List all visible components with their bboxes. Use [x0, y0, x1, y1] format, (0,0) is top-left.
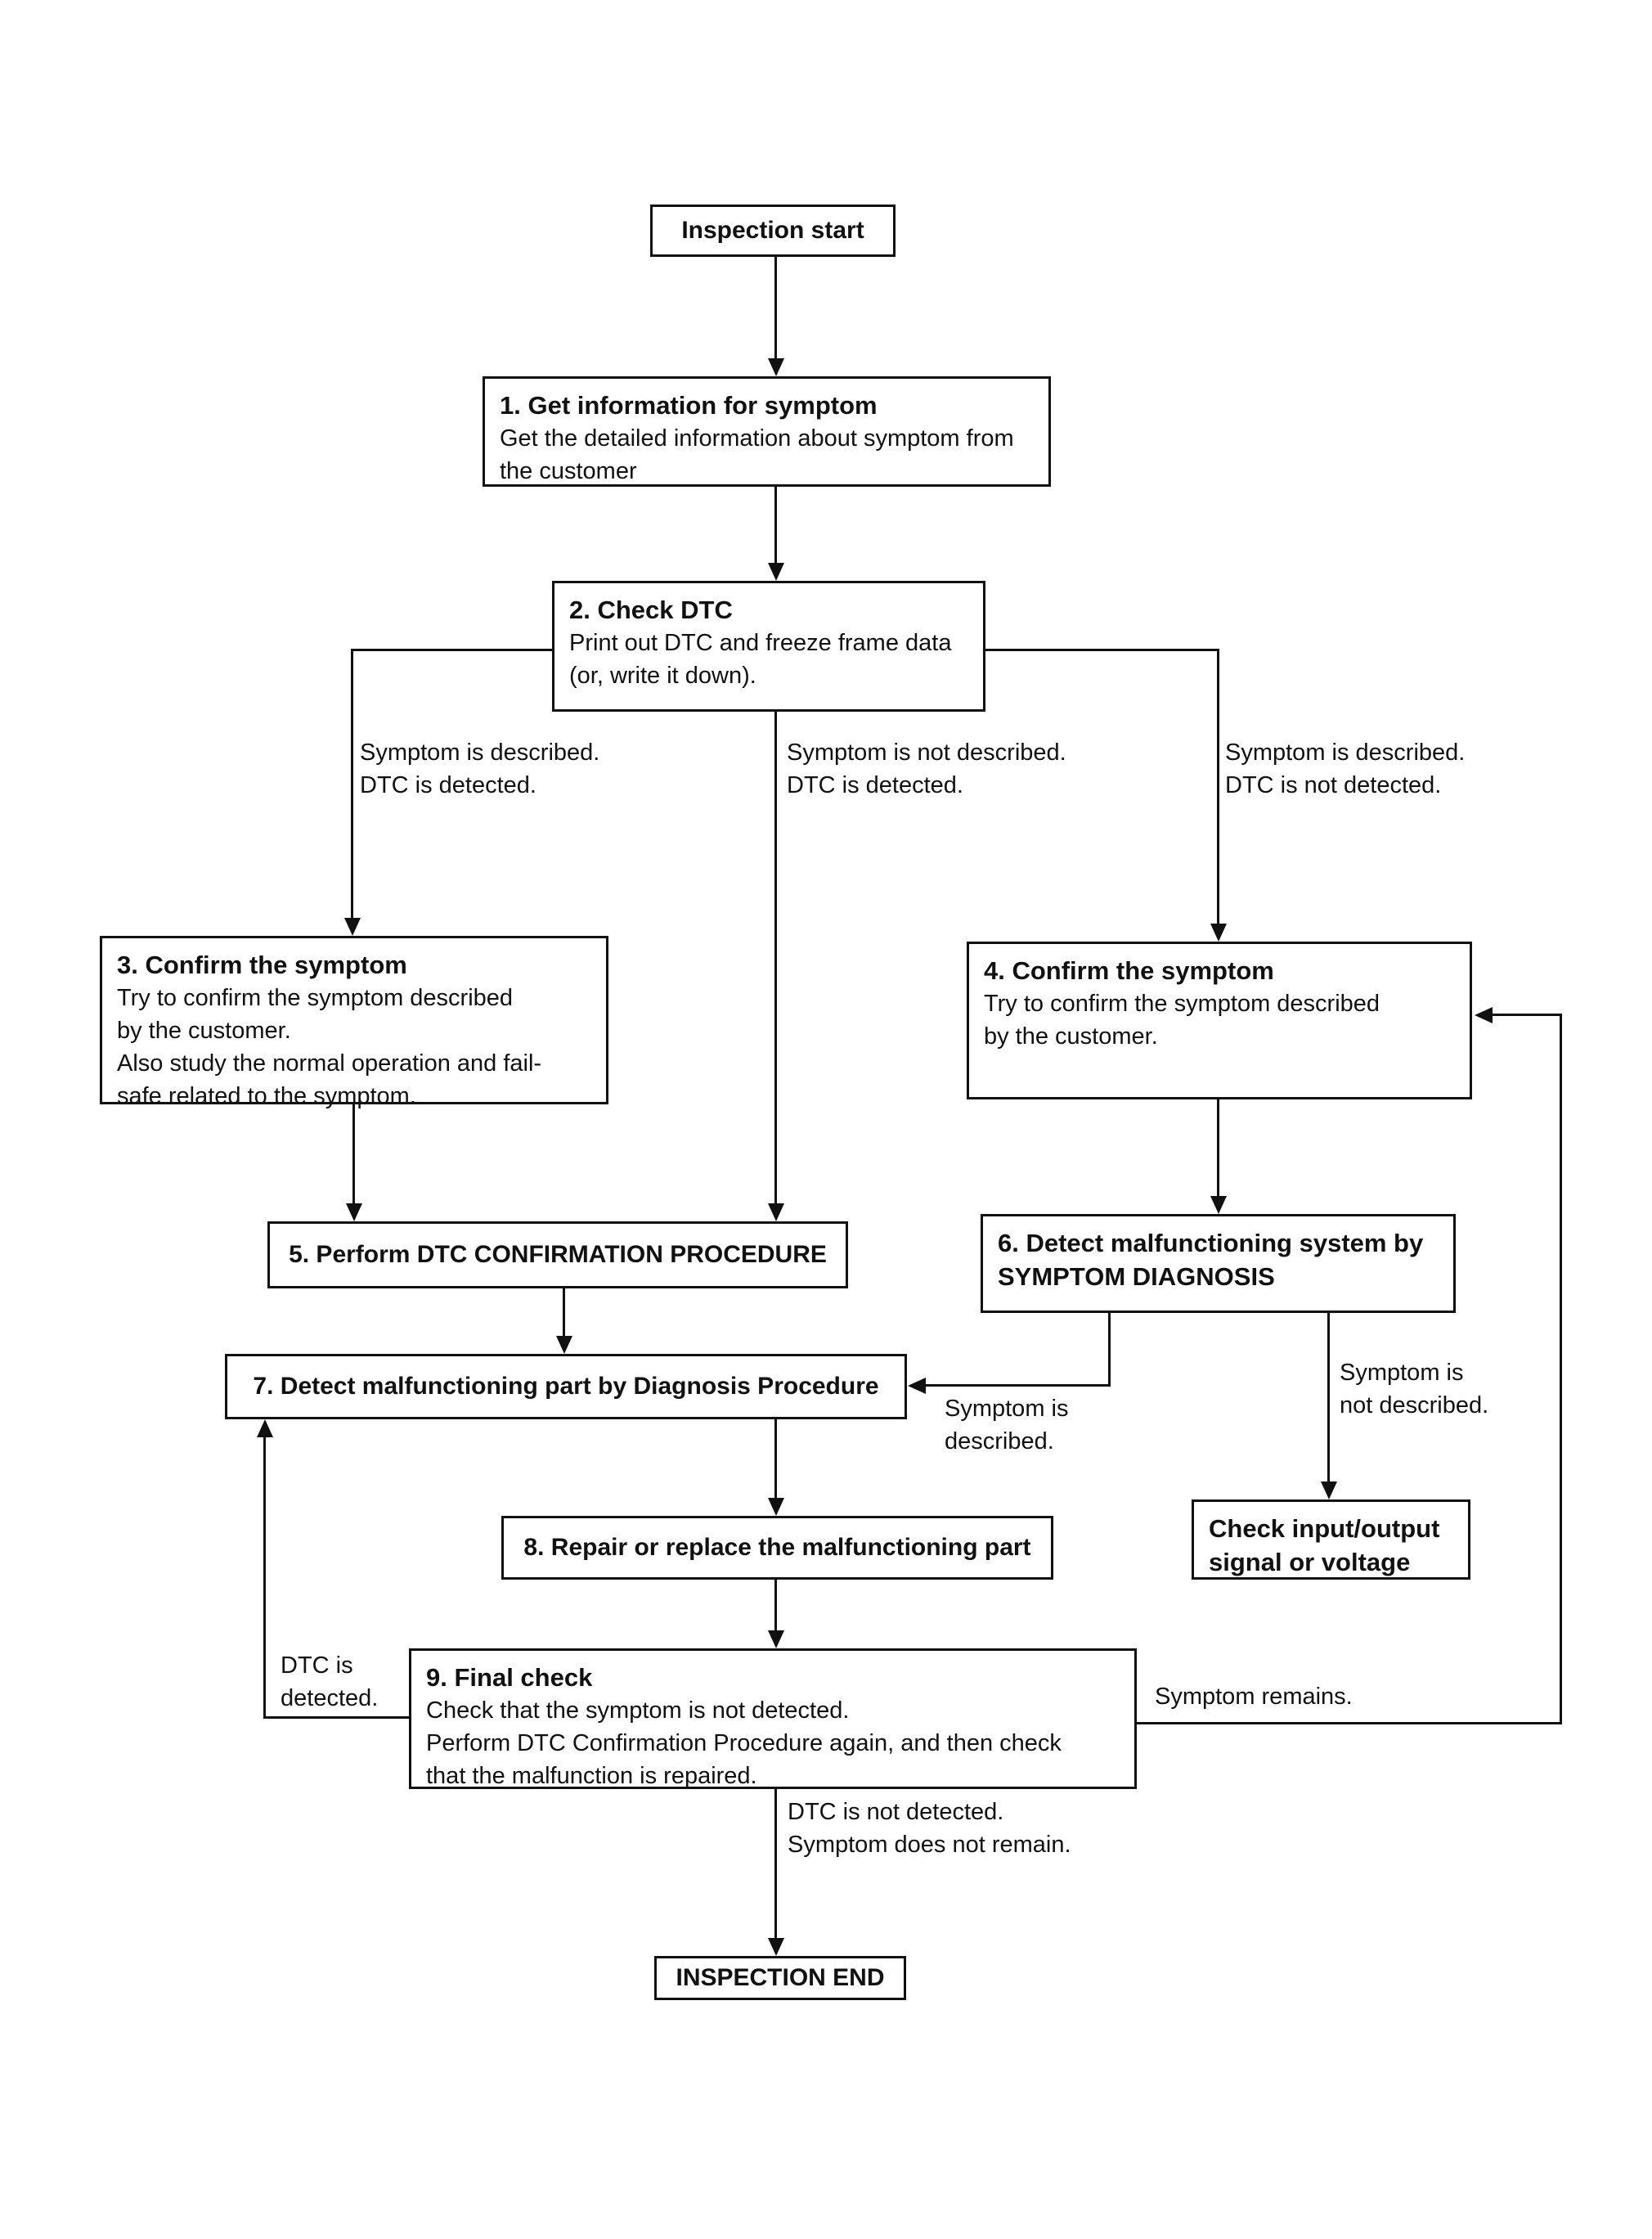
node-step5-dtc-confirmation: 5. Perform DTC CONFIRMATION PROCEDURE — [267, 1221, 848, 1288]
connector-step9-end — [774, 1789, 777, 1940]
connector-step4-step6 — [1217, 1099, 1219, 1198]
connector-step2-left-h — [351, 649, 554, 651]
edge-label-symptom-is-described: Symptom is described. — [945, 1396, 1069, 1454]
arrowhead-step7-step8 — [768, 1498, 784, 1516]
connector-step1-step2 — [774, 487, 777, 564]
node-step8-repair-replace: 8. Repair or replace the malfunctioning … — [501, 1516, 1053, 1580]
node-step8-label: 8. Repair or replace the malfunctioning … — [523, 1534, 1031, 1561]
connector-start-step1 — [774, 257, 777, 360]
connector-step2-right-v — [1217, 649, 1219, 925]
connector-step5-step7 — [563, 1288, 565, 1338]
node-step2-body: Print out DTC and freeze frame data (or,… — [569, 630, 952, 689]
connector-step3-step5 — [352, 1104, 355, 1205]
connector-step2-right-h — [985, 649, 1219, 651]
edge-label-dtc-is-detected: DTC is detected. — [281, 1652, 379, 1711]
node-step1-body: Get the detailed information about sympt… — [500, 425, 1014, 484]
arrowhead-step2-step4 — [1210, 924, 1227, 942]
node-step7-label: 7. Detect malfunctioning part by Diagnos… — [253, 1373, 879, 1400]
node-step4-confirm-symptom: 4. Confirm the symptom Try to confirm th… — [967, 942, 1472, 1099]
node-step9-body: Check that the symptom is not detected. … — [426, 1697, 1062, 1789]
arrowhead-step5-step7 — [556, 1336, 572, 1354]
connector-step6-checkio — [1327, 1313, 1330, 1483]
node-step1-title: 1. Get information for symptom — [500, 391, 878, 420]
node-step2-title: 2. Check DTC — [569, 596, 733, 624]
connector-step7-step8 — [774, 1419, 777, 1499]
arrowhead-step8-step9 — [768, 1630, 784, 1648]
arrowhead-step2-step3 — [344, 918, 361, 936]
arrowhead-step3-step5 — [346, 1203, 362, 1221]
connector-step9-step7-h — [263, 1716, 409, 1719]
node-step3-title: 3. Confirm the symptom — [117, 951, 407, 979]
arrowhead-step2-step5 — [768, 1203, 784, 1221]
connector-step9-step7-v — [263, 1436, 266, 1719]
connector-step9-step4-v — [1560, 1014, 1562, 1724]
edge-label-symptom-is-not-described: Symptom is not described. — [1340, 1360, 1489, 1418]
node-step3-confirm-symptom: 3. Confirm the symptom Try to confirm th… — [100, 936, 608, 1109]
connector-step9-step4-h1 — [1137, 1722, 1562, 1724]
node-step4-body: Try to confirm the symptom described by … — [984, 991, 1380, 1050]
connector-step9-step4-h2 — [1492, 1014, 1562, 1016]
node-inspection-end-label: INSPECTION END — [676, 1964, 885, 1991]
node-step4-title: 4. Confirm the symptom — [984, 956, 1274, 985]
node-step6-label: 6. Detect malfunctioning system by SYMPT… — [998, 1229, 1424, 1291]
connector-step2-step5 — [774, 712, 777, 1205]
arrowhead-start-step1 — [768, 358, 784, 376]
arrowhead-step6-checkio — [1321, 1481, 1337, 1499]
arrowhead-step4-step6 — [1210, 1196, 1227, 1214]
node-step9-title: 9. Final check — [426, 1663, 593, 1692]
edge-label-dtc-not-detected-symptom-does-not-remain: DTC is not detected. Symptom does not re… — [788, 1799, 1071, 1858]
node-step9-final-check: 9. Final check Check that the symptom is… — [409, 1648, 1137, 1789]
node-step7-detect-part: 7. Detect malfunctioning part by Diagnos… — [225, 1354, 907, 1419]
edge-label-symptom-described-dtc-not-detected: Symptom is described. DTC is not detecte… — [1225, 740, 1466, 798]
node-inspection-start-label: Inspection start — [681, 217, 864, 244]
connector-step2-left-v — [351, 649, 353, 919]
node-step1-get-information: 1. Get information for symptom Get the d… — [483, 376, 1051, 487]
connector-step6-step7-h — [926, 1384, 1111, 1387]
node-step2-check-dtc: 2. Check DTC Print out DTC and freeze fr… — [552, 581, 985, 712]
node-check-io-signal: Check input/output signal or voltage — [1192, 1499, 1470, 1580]
arrowhead-step9-step4 — [1475, 1007, 1493, 1023]
connector-step6-step7-v — [1108, 1313, 1111, 1387]
node-inspection-end: INSPECTION END — [654, 1956, 906, 2000]
connector-step8-step9 — [774, 1580, 777, 1632]
edge-label-symptom-remains: Symptom remains. — [1155, 1684, 1353, 1710]
edge-label-symptom-described-dtc-detected: Symptom is described. DTC is detected. — [360, 740, 600, 798]
node-step3-body: Try to confirm the symptom described by … — [117, 985, 542, 1109]
node-check-io-label: Check input/output signal or voltage — [1209, 1514, 1440, 1576]
arrowhead-step9-end — [768, 1938, 784, 1956]
edge-label-symptom-not-described-dtc-detected: Symptom is not described. DTC is detecte… — [787, 740, 1066, 798]
node-step6-symptom-diagnosis: 6. Detect malfunctioning system by SYMPT… — [981, 1214, 1456, 1313]
node-inspection-start: Inspection start — [650, 205, 896, 257]
arrowhead-step1-step2 — [768, 563, 784, 581]
arrowhead-step9-step7 — [257, 1419, 273, 1437]
node-step5-label: 5. Perform DTC CONFIRMATION PROCEDURE — [289, 1241, 827, 1268]
arrowhead-step6-step7 — [908, 1378, 926, 1394]
